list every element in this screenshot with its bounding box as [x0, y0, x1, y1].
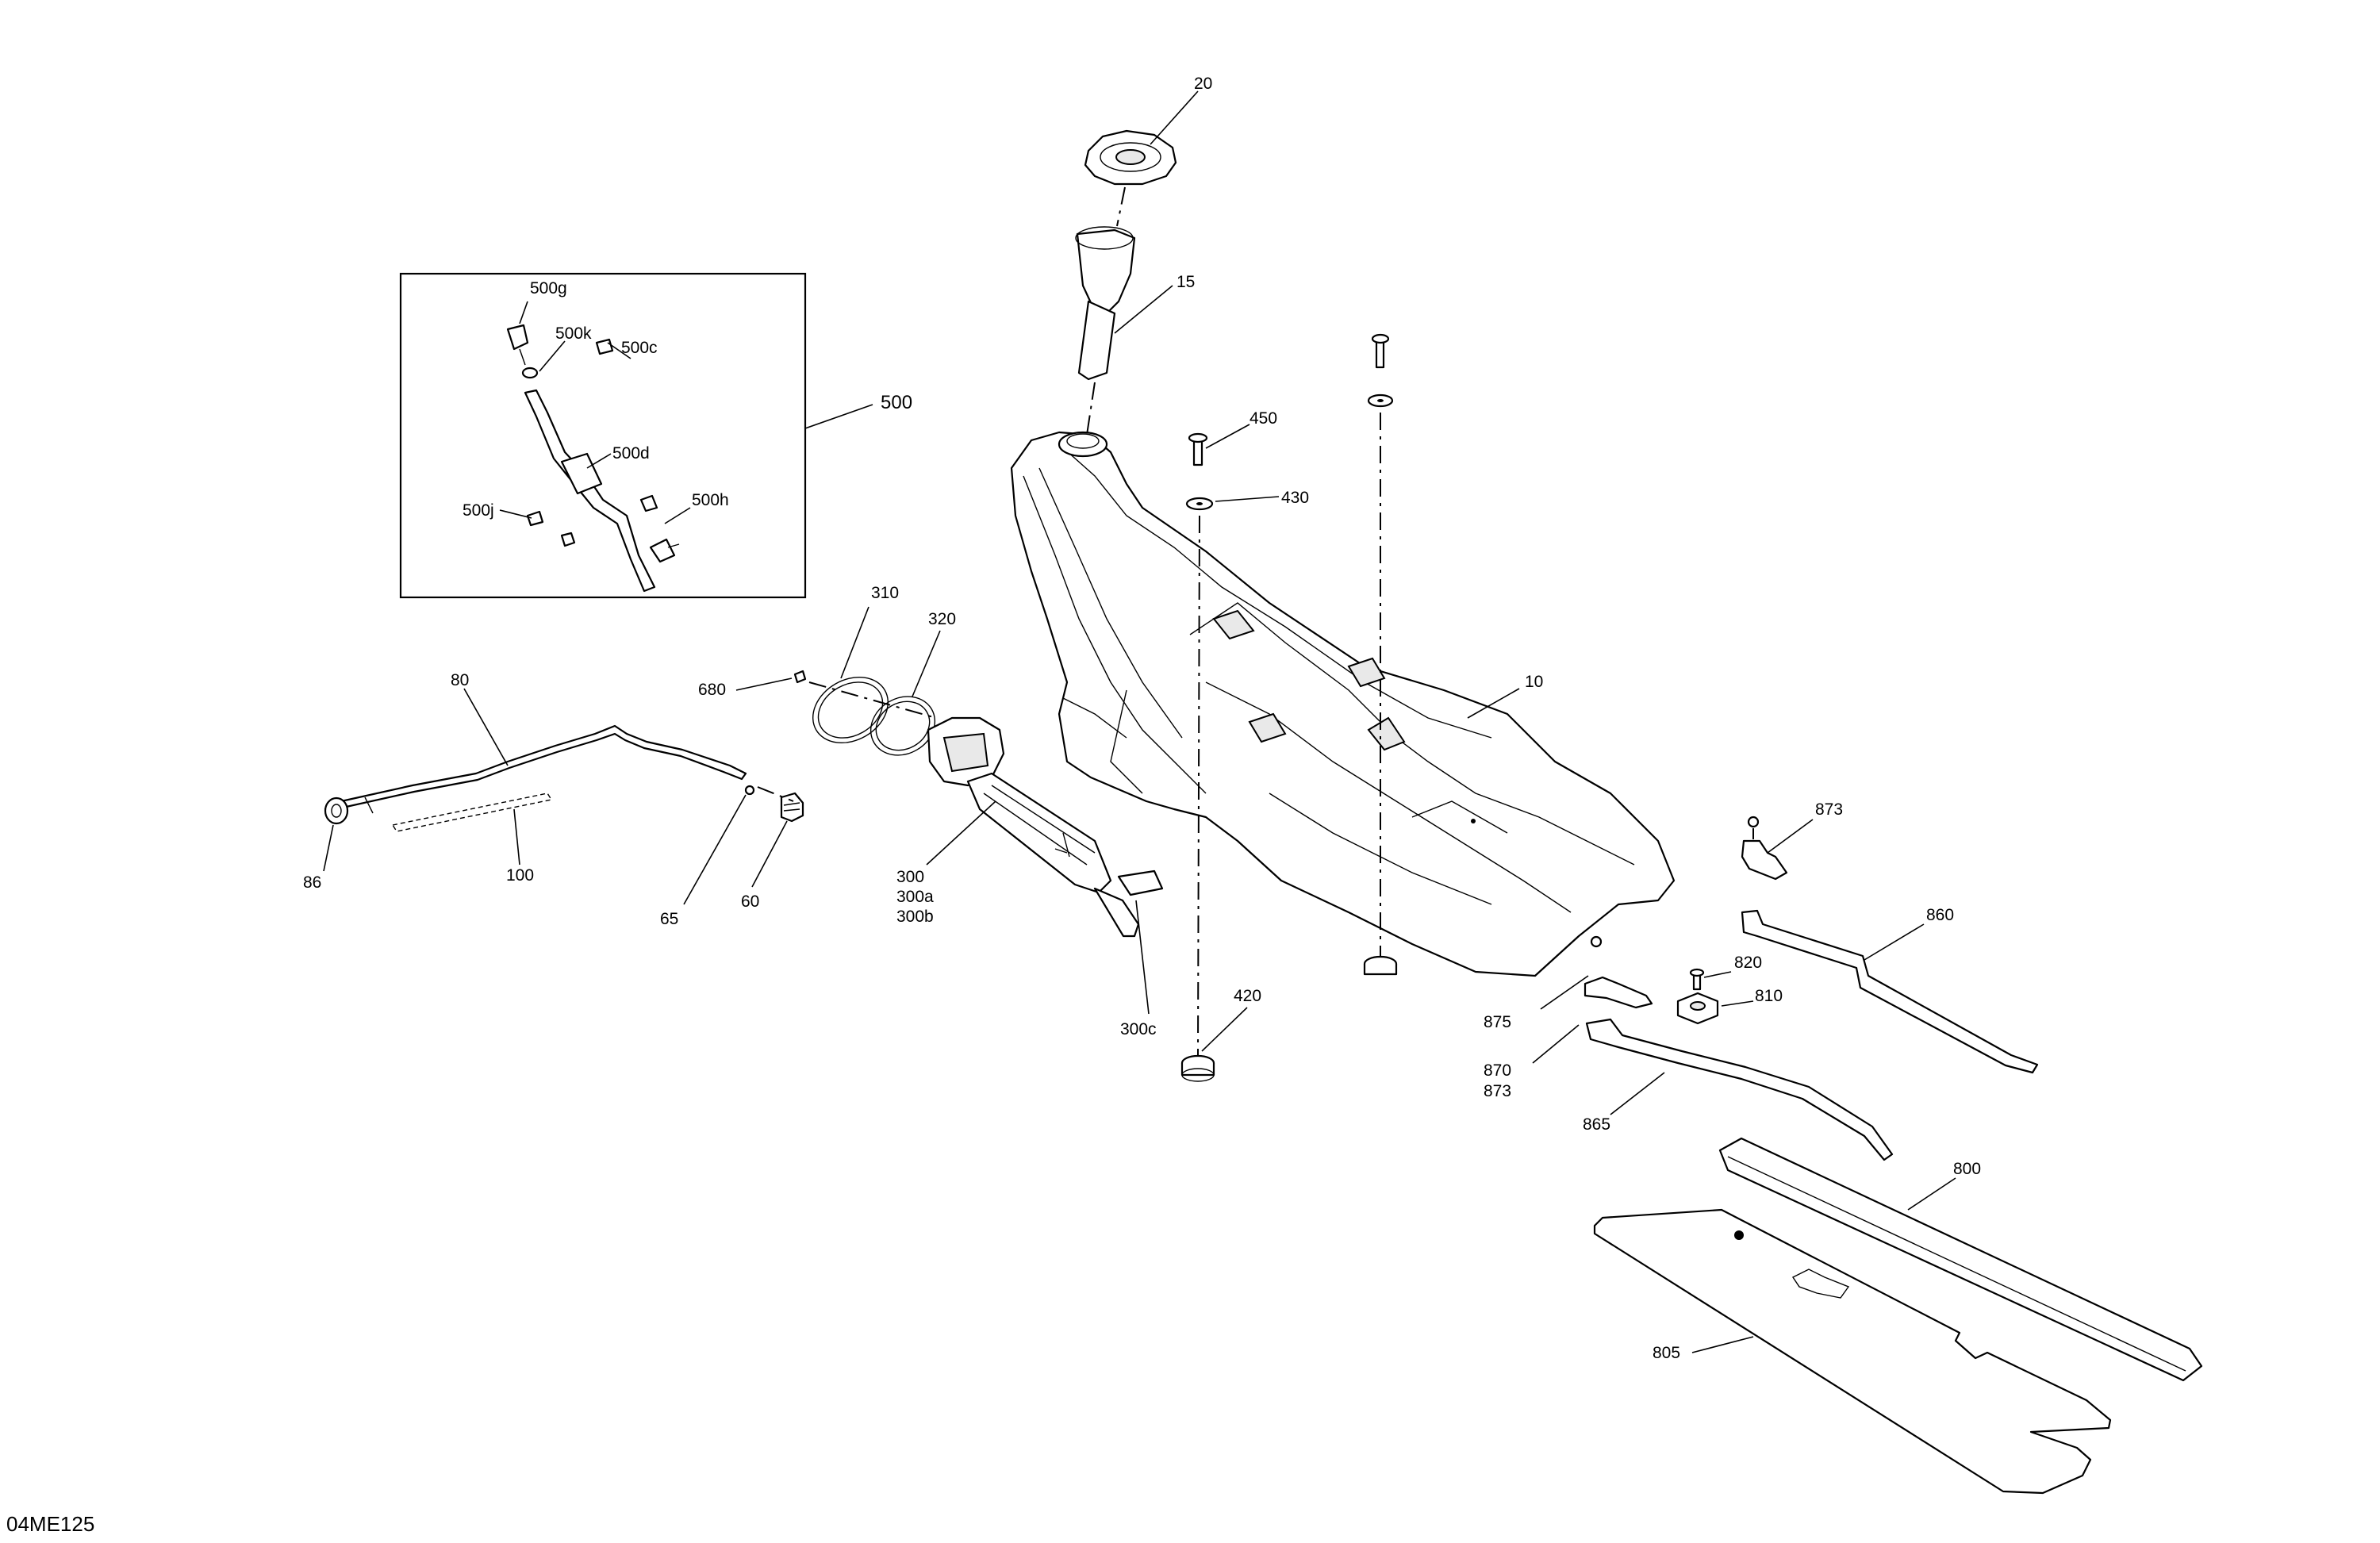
screw-820-part [1689, 968, 1705, 991]
label-86: 86 [303, 873, 321, 892]
leader-810 [1721, 1000, 1754, 1007]
screw-680-part [793, 670, 807, 684]
grommet-right-part [1363, 955, 1398, 976]
label-860: 860 [1926, 906, 1954, 924]
heat-shield-805-part [1593, 1208, 2112, 1495]
label-500d: 500d [612, 444, 650, 463]
label-450: 450 [1250, 409, 1277, 428]
nut-810-part [1676, 992, 1719, 1025]
label-80: 80 [451, 671, 469, 689]
locking-ring-310-part [812, 676, 889, 744]
leader-65 [683, 794, 747, 905]
leader-500 [804, 404, 873, 429]
leader-500c [607, 342, 631, 359]
leader-300c [1135, 900, 1150, 1015]
leader-800 [1907, 1177, 1956, 1211]
label-300c: 300c [1120, 1020, 1157, 1038]
label-500c: 500c [621, 339, 658, 357]
label-300b: 300b [896, 908, 934, 926]
label-420: 420 [1234, 987, 1261, 1005]
axis-line-rings [808, 681, 937, 719]
label-310: 310 [871, 584, 899, 602]
label-873-upper: 873 [1815, 800, 1843, 819]
leader-420 [1201, 1007, 1248, 1052]
strap-865-part [1585, 1018, 1894, 1161]
vent-kit-inset-frame [399, 272, 807, 599]
label-680: 680 [698, 681, 726, 699]
label-430: 430 [1281, 489, 1309, 507]
label-60: 60 [741, 892, 759, 911]
strap-860-part [1741, 909, 2039, 1074]
leader-320 [912, 630, 941, 697]
label-15: 15 [1177, 273, 1195, 291]
label-300: 300 [896, 868, 924, 886]
label-800: 800 [1953, 1160, 1981, 1178]
label-865: 865 [1583, 1115, 1610, 1134]
pad-800-part [1718, 1137, 2203, 1382]
bolt-right-part [1367, 333, 1394, 408]
leader-500j [499, 509, 532, 519]
label-100: 100 [506, 866, 534, 885]
drawing-code: 04ME125 [6, 1512, 94, 1536]
leader-60 [751, 820, 788, 888]
clip-875-part [1583, 935, 1653, 1009]
leader-873-upper [1767, 819, 1814, 854]
leader-875 [1540, 975, 1589, 1010]
label-65: 65 [660, 910, 678, 928]
label-810: 810 [1755, 987, 1783, 1005]
leader-500h [664, 507, 691, 524]
leader-430 [1215, 496, 1280, 502]
leader-80 [463, 688, 509, 766]
leader-450 [1205, 424, 1250, 449]
label-20: 20 [1194, 75, 1212, 93]
filler-neck-part [1075, 226, 1136, 436]
leader-820 [1703, 971, 1732, 978]
axis-line-left [1197, 515, 1200, 1056]
label-500j: 500j [463, 501, 494, 520]
leader-20 [1150, 90, 1199, 145]
leader-100 [513, 808, 520, 866]
leader-500k [539, 340, 566, 372]
leader-15 [1114, 285, 1173, 334]
label-500g: 500g [530, 279, 567, 297]
label-875: 875 [1484, 1013, 1511, 1031]
seal-ring-320-part [869, 696, 936, 756]
grommet-420-part [1180, 1054, 1215, 1082]
clamp-65-part [744, 785, 755, 796]
screw-450-part [1188, 432, 1208, 466]
fuel-tank-part [1010, 431, 1676, 977]
leader-865 [1610, 1072, 1665, 1115]
leader-10 [1467, 688, 1520, 719]
label-10: 10 [1525, 673, 1543, 691]
label-500: 500 [881, 392, 912, 413]
fuel-line-80-part [324, 724, 747, 825]
leader-680 [735, 677, 793, 691]
leader-860 [1864, 923, 1925, 961]
leader-500g [519, 301, 528, 324]
clip-873-upper-part [1741, 816, 1788, 881]
label-500h: 500h [692, 491, 729, 509]
leader-870 [1532, 1024, 1580, 1064]
leader-310 [840, 606, 869, 679]
washer-430-part [1185, 497, 1214, 511]
leader-86 [323, 824, 334, 872]
label-870: 870 [1484, 1061, 1511, 1080]
vent-hose-assembly [506, 324, 680, 593]
label-820: 820 [1734, 954, 1762, 972]
label-500k: 500k [555, 324, 592, 343]
protective-sleeve-100-part [391, 793, 553, 832]
leader-805 [1691, 1336, 1754, 1353]
label-873-lower: 873 [1484, 1082, 1511, 1100]
fuel-pump-300-part [927, 716, 1164, 938]
label-300a: 300a [896, 888, 934, 906]
label-320: 320 [928, 610, 956, 628]
label-805: 805 [1653, 1344, 1680, 1362]
axis-line-pump [757, 786, 794, 802]
leader-500d [586, 453, 612, 469]
fuel-cap-part [1084, 129, 1177, 227]
leader-300 [926, 800, 996, 866]
connector-60-part [780, 792, 804, 823]
